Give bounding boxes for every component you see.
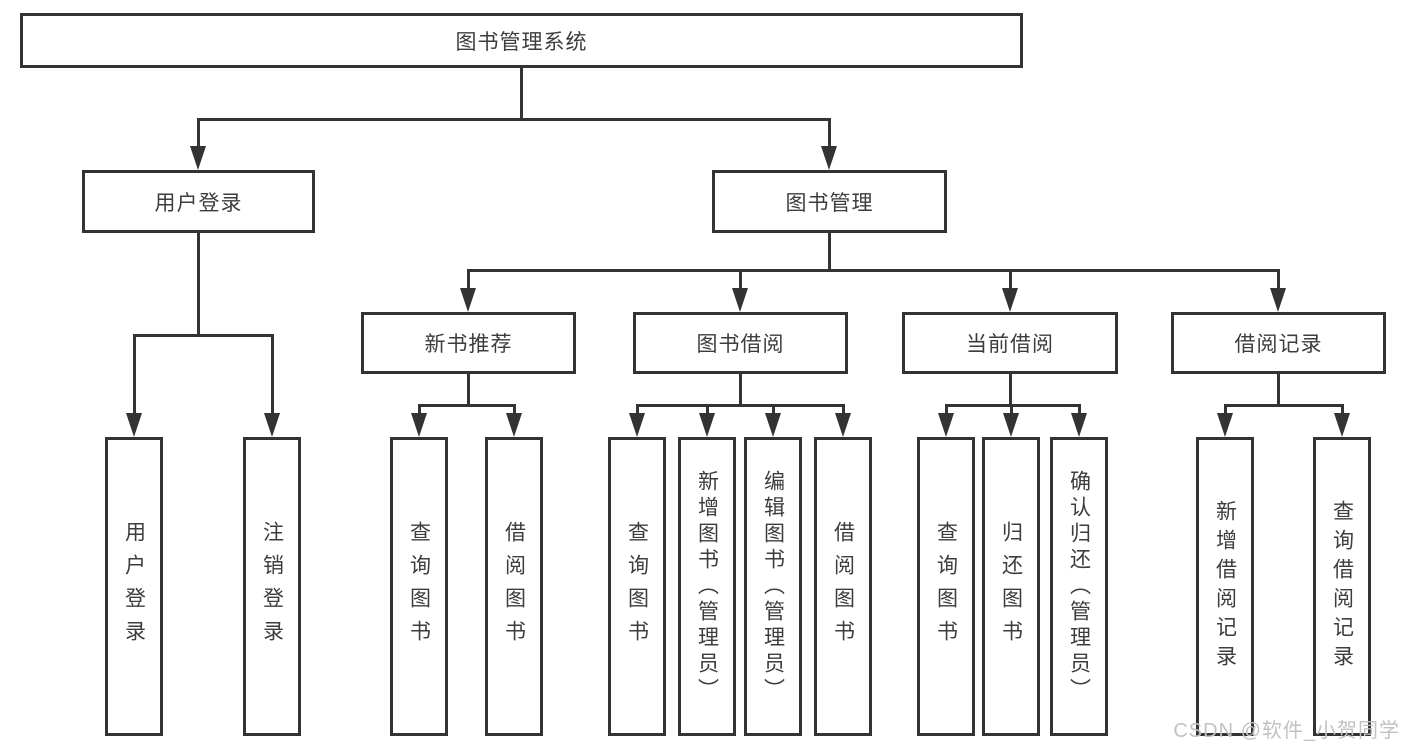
- arrowhead: [1002, 288, 1018, 312]
- leaf-label: 查询图书: [934, 520, 958, 653]
- connector-drop: [418, 404, 421, 420]
- connector-stem: [1277, 374, 1280, 406]
- connector-stem: [467, 374, 470, 406]
- arrowhead: [190, 146, 206, 170]
- arrowhead: [821, 146, 837, 170]
- leaf-query-books: 查询图书: [608, 437, 666, 736]
- leaf-confirm-return-admin: 确认归还（管理员）: [1050, 437, 1108, 736]
- arrowhead: [938, 413, 954, 437]
- connector-root-bar: [197, 118, 831, 121]
- connector-drop: [133, 334, 136, 418]
- connector-book-mgmt-drop: [828, 118, 831, 152]
- connector-bar: [418, 404, 515, 407]
- connector-user-login-drop: [197, 118, 200, 152]
- leaf-edit-books-admin: 编辑图书（管理员）: [744, 437, 802, 736]
- connector-user-login-stem: [197, 233, 200, 337]
- node-current-borrowing: 当前借阅: [902, 312, 1118, 374]
- arrowhead: [264, 413, 280, 437]
- arrowhead: [699, 413, 715, 437]
- leaf-label: 编辑图书（管理员）: [761, 469, 785, 704]
- connector-drop: [271, 334, 274, 418]
- arrowhead: [835, 413, 851, 437]
- connector-book-mgmt-stem: [828, 233, 831, 272]
- arrowhead: [732, 288, 748, 312]
- connector-drop: [706, 404, 709, 420]
- leaf-label: 查询图书: [625, 520, 649, 653]
- leaf-add-books-admin: 新增图书（管理员）: [678, 437, 736, 736]
- leaf-label: 借阅图书: [502, 520, 526, 653]
- connector-book-mgmt-bar: [467, 269, 1280, 272]
- node-book-borrowing: 图书借阅: [633, 312, 848, 374]
- node-borrowing-records: 借阅记录: [1171, 312, 1386, 374]
- leaf-label: 归还图书: [999, 520, 1023, 653]
- leaf-label: 查询图书: [407, 520, 431, 653]
- leaf-user-login: 用户登录: [105, 437, 163, 736]
- csdn-watermark: CSDN @软件_小贺同学: [1173, 720, 1400, 742]
- node-user-login: 用户登录: [82, 170, 315, 233]
- connector-drop: [772, 404, 775, 420]
- connector-root-stem: [520, 68, 523, 120]
- connector-drop: [842, 404, 845, 420]
- connector-drop: [739, 269, 742, 295]
- leaf-borrow-books: 借阅图书: [814, 437, 872, 736]
- node-new-book-recommendation: 新书推荐: [361, 312, 576, 374]
- leaf-label: 新增借阅记录: [1213, 499, 1237, 674]
- connector-stem: [739, 374, 742, 406]
- arrowhead: [1217, 413, 1233, 437]
- connector-user-login-bar: [133, 334, 273, 337]
- node-library-management-system: 图书管理系统: [20, 13, 1023, 68]
- node-book-management: 图书管理: [712, 170, 947, 233]
- leaf-return-books: 归还图书: [982, 437, 1040, 736]
- leaf-label: 用户登录: [122, 520, 146, 653]
- leaf-query-books: 查询图书: [917, 437, 975, 736]
- leaf-label: 查询借阅记录: [1330, 499, 1354, 674]
- connector-drop: [945, 404, 948, 420]
- connector-drop: [1341, 404, 1344, 420]
- leaf-query-books: 查询图书: [390, 437, 448, 736]
- arrowhead: [1071, 413, 1087, 437]
- arrowhead: [1270, 288, 1286, 312]
- leaf-label: 注销登录: [260, 520, 284, 653]
- connector-drop: [636, 404, 639, 420]
- connector-drop: [1009, 269, 1012, 295]
- arrowhead: [629, 413, 645, 437]
- arrowhead: [411, 413, 427, 437]
- arrowhead: [126, 413, 142, 437]
- arrowhead: [460, 288, 476, 312]
- connector-drop: [1277, 269, 1280, 295]
- leaf-label: 新增图书（管理员）: [695, 469, 719, 704]
- arrowhead: [506, 413, 522, 437]
- arrowhead: [1334, 413, 1350, 437]
- leaf-logout: 注销登录: [243, 437, 301, 736]
- connector-drop: [1224, 404, 1227, 420]
- arrowhead: [765, 413, 781, 437]
- connector-bar: [636, 404, 844, 407]
- connector-drop: [467, 269, 470, 295]
- leaf-label: 确认归还（管理员）: [1067, 469, 1091, 704]
- arrowhead: [1003, 413, 1019, 437]
- connector-stem: [1009, 374, 1012, 406]
- connector-bar: [1224, 404, 1343, 407]
- leaf-label: 借阅图书: [831, 520, 855, 653]
- leaf-query-borrow-record: 查询借阅记录: [1313, 437, 1371, 736]
- leaf-add-borrow-record: 新增借阅记录: [1196, 437, 1254, 736]
- connector-drop: [1010, 404, 1013, 420]
- connector-drop: [1078, 404, 1081, 420]
- leaf-borrow-books: 借阅图书: [485, 437, 543, 736]
- connector-drop: [513, 404, 516, 420]
